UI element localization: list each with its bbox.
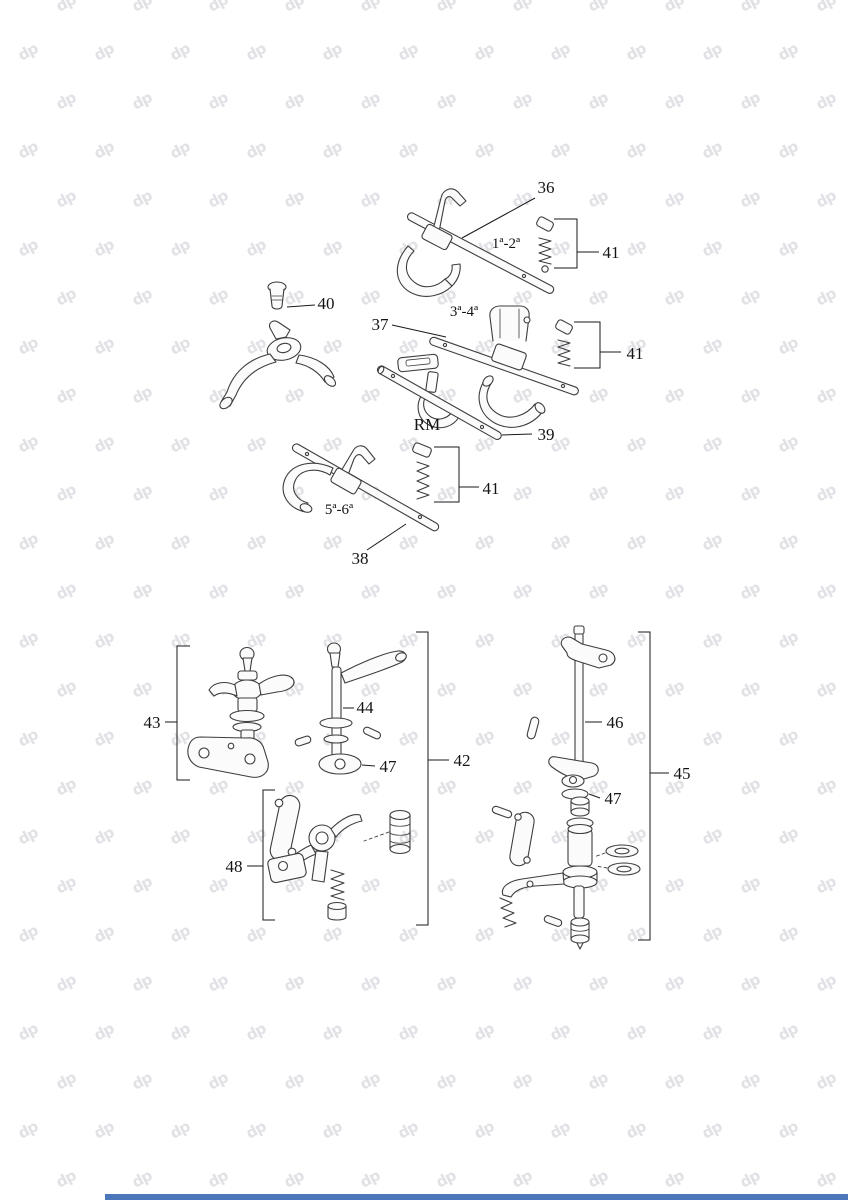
leader-39: [501, 433, 533, 436]
shift-rod-39: [376, 365, 502, 441]
callout-36: 36: [538, 178, 555, 197]
leader-38: [366, 523, 407, 551]
label-gear-1-2: 1ª-2ª: [492, 236, 521, 252]
gasket-plate-48: [269, 794, 301, 862]
bearing-sleeve-48: [363, 809, 411, 855]
roll-pin: [294, 735, 312, 747]
fork-boss: [330, 467, 362, 495]
gasket-plate: [509, 811, 535, 867]
callout-46: 46: [607, 713, 624, 732]
callout-39: 39: [538, 425, 555, 444]
leader-40: [286, 304, 316, 308]
selector-shaft-assembly-left: [187, 646, 295, 778]
roll-pin: [526, 716, 540, 740]
callout-48: 48: [226, 857, 243, 876]
selector-shaft-assembly-44: [294, 642, 407, 758]
callout-47-right: 47: [605, 789, 623, 808]
callout-41-middle: 41: [627, 344, 644, 363]
detent-spring: [499, 897, 517, 928]
pivot-bolt-40: [267, 281, 287, 310]
callout-45: 45: [674, 764, 691, 783]
callout-43: 43: [144, 713, 161, 732]
detent-ball: [541, 265, 549, 273]
detent-kit-bottom: [412, 442, 432, 500]
detent-spring-48: [330, 869, 345, 901]
bracket-41a: [554, 218, 599, 269]
fork-finger: [432, 188, 467, 233]
shift-rod-fork-1-2: [396, 188, 555, 297]
footer-bar: [105, 1194, 848, 1200]
callout-42: 42: [454, 751, 471, 770]
callout-41-top: 41: [603, 243, 620, 262]
detent-spring: [538, 237, 552, 265]
leader-36: [461, 197, 536, 239]
bracket-43: [165, 645, 190, 781]
roll-pin: [362, 726, 382, 740]
roll-pin: [543, 915, 563, 927]
roll-pin: [491, 805, 513, 819]
leader-47a: [361, 764, 376, 767]
leader-lines: [165, 197, 669, 941]
callout-41-bottom: 41: [483, 479, 500, 498]
detent-plug: [412, 442, 432, 458]
detent-spring: [557, 339, 571, 367]
bracket-41c: [434, 446, 479, 503]
bracket-41b: [574, 321, 621, 369]
bracket-48: [247, 789, 275, 921]
label-reverse-rm: RM: [414, 415, 440, 434]
detent-cap-48: [327, 901, 347, 921]
label-gear-5-6: 5ª-6ª: [325, 502, 354, 518]
fork-prongs: [396, 245, 453, 297]
detent-kit-middle: [555, 319, 573, 367]
shift-rod-37: [429, 336, 579, 396]
callout-37: 37: [372, 315, 390, 334]
fork-prongs: [282, 462, 334, 513]
callout-38: 38: [352, 549, 369, 568]
detent-plug: [555, 319, 573, 335]
selector-lever-assembly-48: [267, 814, 363, 884]
leader-47b: [588, 793, 601, 799]
detent-spring: [416, 461, 430, 500]
selector-fork-5-6: [282, 445, 376, 513]
thrust-plate-47-left: [318, 753, 362, 775]
selector-mechanism-45: [491, 796, 641, 950]
callout-44: 44: [357, 698, 375, 717]
callout-labels: 36 1ª-2ª 41 40 3ª-4ª 37 41 RM 39 41 5ª-6…: [144, 178, 691, 876]
leader-37: [391, 324, 447, 338]
fork-boss: [491, 343, 527, 371]
selector-shaft-46: [560, 625, 616, 771]
selector-fork-40: [219, 320, 337, 410]
callout-40: 40: [318, 294, 335, 313]
callout-47-left: 47: [380, 757, 398, 776]
selector-fork-3-4: [478, 305, 546, 428]
thrust-plate-47-right: [548, 756, 599, 800]
fork-boss: [421, 223, 453, 251]
label-gear-3-4: 3ª-4ª: [450, 304, 479, 320]
detent-kit-top: [536, 216, 554, 273]
bracket-42: [416, 631, 449, 926]
detent-plug: [536, 216, 554, 232]
bracket-45: [638, 631, 669, 941]
shift-rod-38: [291, 443, 440, 532]
